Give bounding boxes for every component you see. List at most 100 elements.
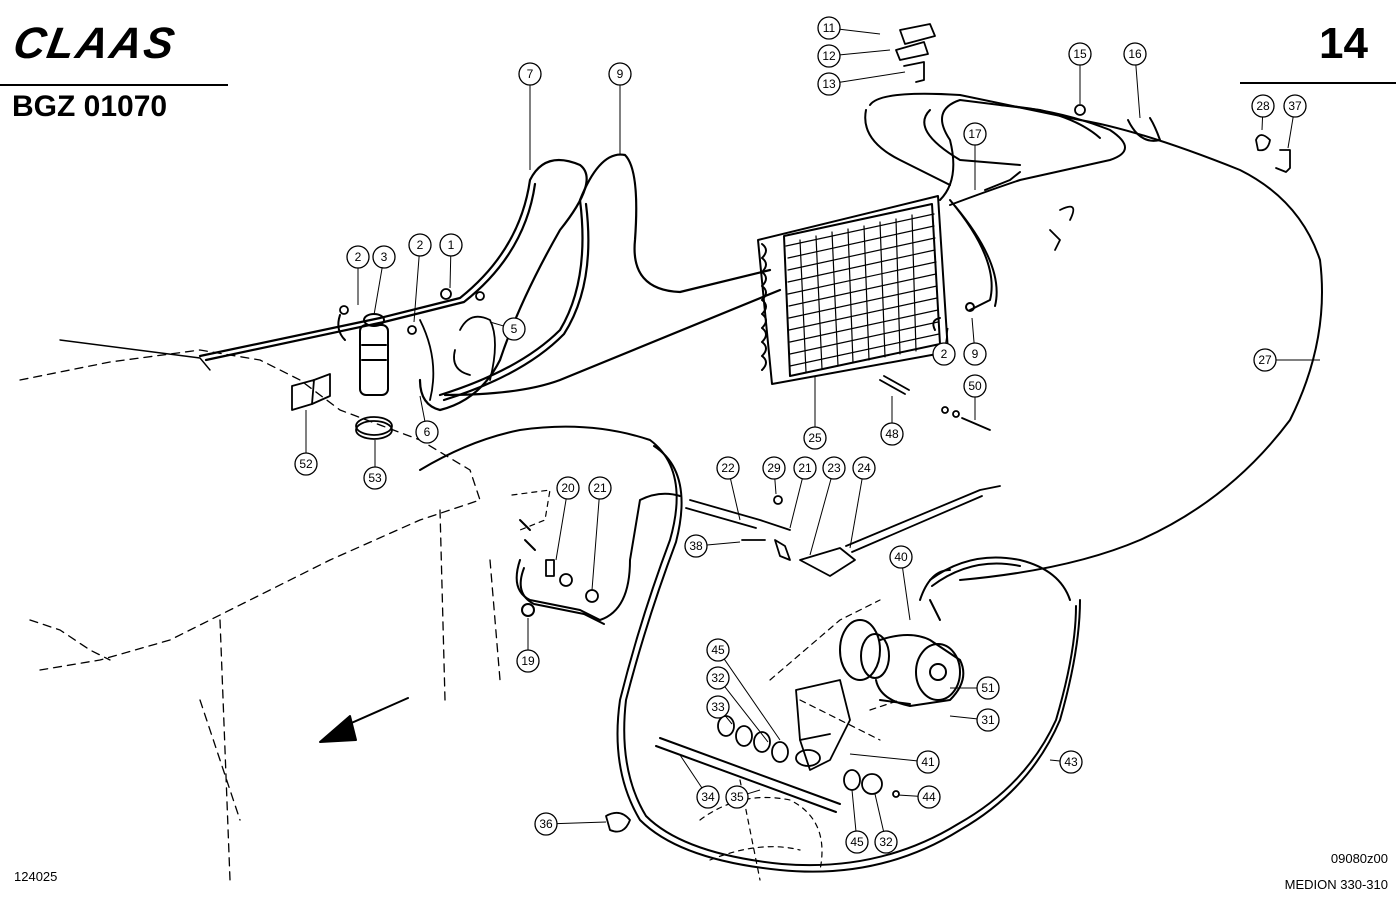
callout-32: 32 <box>706 666 769 743</box>
callout-15: 15 <box>1068 42 1092 104</box>
callout-circle <box>1059 750 1083 774</box>
nut-15 <box>1074 104 1086 116</box>
callout-leader <box>489 321 504 327</box>
callout-number: 48 <box>885 427 899 441</box>
callout-leader <box>971 317 975 344</box>
callout-24: 24 <box>849 456 876 549</box>
chassis-edge <box>59 339 211 371</box>
callout-leader <box>949 715 978 720</box>
callout-3: 3 <box>372 245 396 316</box>
page-number: 14 <box>1319 19 1368 68</box>
hose-7 <box>198 158 588 412</box>
callout-circle <box>294 452 318 476</box>
callout-leader <box>789 478 803 529</box>
figure-reference: 124025 <box>14 869 58 884</box>
hose-27-lower-right <box>419 425 1081 873</box>
callout-36: 36 <box>534 812 607 836</box>
callout-leader <box>679 754 703 789</box>
callout-number: 37 <box>1288 99 1302 113</box>
callout-number: 41 <box>921 755 935 769</box>
callout-33: 33 <box>706 695 733 725</box>
callout-circle <box>696 785 720 809</box>
small-parts-top <box>895 23 936 83</box>
callout-circle <box>1068 42 1092 66</box>
callout-13: 13 <box>817 71 906 96</box>
callout-number: 29 <box>767 461 781 475</box>
callout-23: 23 <box>809 456 846 556</box>
callout-number: 45 <box>711 643 725 657</box>
callout-circle <box>408 233 432 257</box>
callout-circle <box>817 72 841 96</box>
spacer-48 <box>879 375 910 395</box>
hose-upper-loop <box>864 92 1323 581</box>
callout-28: 28 <box>1251 94 1275 131</box>
callout-number: 20 <box>561 481 575 495</box>
callout-number: 2 <box>355 250 362 264</box>
callout-circle <box>822 456 846 480</box>
hose-17 <box>923 99 1126 206</box>
clip-28-37 <box>1255 134 1291 173</box>
callout-leader <box>724 686 769 743</box>
callout-21: 21 <box>789 456 817 529</box>
clip-16 <box>1127 117 1161 142</box>
callout-circle <box>706 666 730 690</box>
callout-48: 48 <box>880 396 904 446</box>
callout-number: 22 <box>721 461 735 475</box>
callout-circle <box>889 545 913 569</box>
callout-number: 32 <box>879 835 893 849</box>
callout-number: 38 <box>689 539 703 553</box>
callout-circle <box>1253 348 1277 372</box>
callout-number: 34 <box>701 790 715 804</box>
callout-number: 51 <box>981 681 995 695</box>
callout-number: 28 <box>1256 99 1270 113</box>
hose-19-loop <box>515 492 681 625</box>
callout-number: 33 <box>711 700 725 714</box>
callout-44: 44 <box>897 785 941 809</box>
callout-circle <box>1283 94 1307 118</box>
callout-circle <box>346 245 370 269</box>
callout-number: 17 <box>968 127 982 141</box>
callout-45: 45 <box>706 638 781 741</box>
callout-leader <box>556 821 607 825</box>
callout-number: 12 <box>822 49 836 63</box>
callout-leader <box>849 478 863 549</box>
callout-circle <box>817 44 841 68</box>
condenser-25 <box>757 195 949 385</box>
callout-number: 53 <box>368 471 382 485</box>
callout-number: 45 <box>850 835 864 849</box>
callout-number: 1 <box>448 238 455 252</box>
callout-leader <box>902 567 911 621</box>
callout-circle <box>502 317 526 341</box>
header-rule-right <box>1240 82 1396 84</box>
callout-number: 16 <box>1128 47 1142 61</box>
callout-2: 2 <box>932 327 956 366</box>
model-name: MEDION 330-310 <box>1284 877 1388 892</box>
hose-43 <box>929 556 1071 601</box>
callout-12: 12 <box>817 44 891 68</box>
callout-number: 50 <box>968 379 982 393</box>
callout-52: 52 <box>294 410 318 476</box>
callout-leader <box>774 478 777 495</box>
bolt-50 <box>941 406 991 431</box>
callout-43: 43 <box>1049 750 1083 774</box>
callout-leader <box>419 395 426 422</box>
callout-circle <box>518 62 542 86</box>
callout-number: 23 <box>827 461 841 475</box>
callout-circle <box>976 708 1000 732</box>
callout-9: 9 <box>963 317 987 366</box>
callout-number: 7 <box>527 67 534 81</box>
callout-circle <box>534 812 558 836</box>
callout-51: 51 <box>950 676 1000 700</box>
header-rule-left <box>0 84 228 86</box>
callout-circle <box>852 456 876 480</box>
callout-53: 53 <box>363 440 387 490</box>
callout-32: 32 <box>874 793 898 854</box>
callout-number: 5 <box>511 322 518 336</box>
bracket-41 <box>795 679 851 771</box>
callout-leader <box>945 327 949 344</box>
callout-19: 19 <box>516 618 540 673</box>
callout-number: 25 <box>808 431 822 445</box>
callout-number: 32 <box>711 671 725 685</box>
